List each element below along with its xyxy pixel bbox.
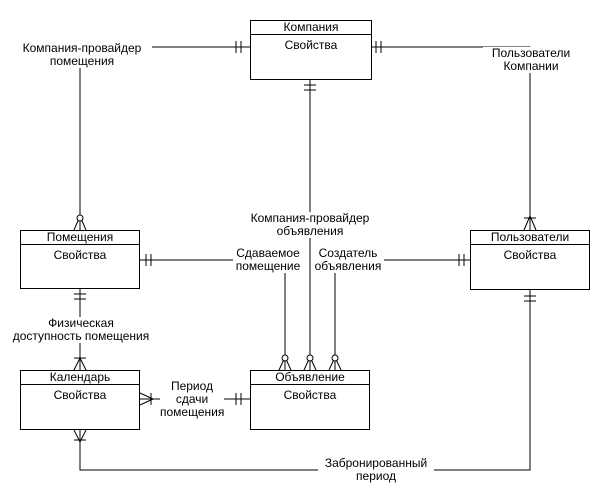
rel-label-line: Период [170, 379, 214, 393]
entity-title: Календарь [21, 371, 139, 385]
rel-label-line: Забронированный [324, 456, 428, 470]
mark-many-calendar-listing [139, 392, 154, 406]
edge-premises-listing [140, 259, 286, 370]
rel-label-line: Пользователи [491, 46, 571, 60]
mark-one-users-listing [458, 254, 465, 266]
mark-one-company-premises [235, 41, 242, 53]
rel-label-rental-period: Период сдачи помещения [160, 380, 224, 419]
mark-optional-listing-premises [281, 354, 289, 362]
mark-many-calendar-users [73, 429, 87, 443]
rel-label-line: Сдаваемое [236, 246, 300, 260]
entity-premises[interactable]: Помещения Свойства [20, 230, 140, 289]
rel-label-line: период [356, 469, 396, 483]
rel-label-line: Физическая [48, 316, 114, 330]
rel-label-company-users: Пользователи Компании [483, 47, 579, 73]
entity-title: Помещения [21, 231, 139, 245]
edge-users-listing [334, 259, 470, 370]
mark-optional-premises-company [76, 214, 84, 222]
rel-label-line: Компании [503, 59, 559, 73]
edge-calendar-users [79, 290, 531, 471]
entity-title: Пользователи [471, 231, 589, 245]
rel-label-company-provider-premises: Компания-провайдер помещения [12, 42, 152, 68]
entity-users[interactable]: Пользователи Свойства [470, 230, 590, 290]
rel-label-line: доступность помещения [12, 329, 150, 343]
rel-label-listing-creator: Создатель объявления [312, 247, 384, 273]
mark-many-users-company [523, 215, 537, 231]
rel-label-line: Компания-провайдер [22, 41, 142, 55]
entity-properties: Свойства [283, 388, 337, 402]
entity-title: Объявление [251, 371, 369, 385]
edge-company-users [372, 46, 531, 230]
rel-label-line: помещение [235, 259, 301, 273]
mark-one-users-calendar [524, 295, 536, 302]
entity-company[interactable]: Компания Свойства [250, 20, 372, 80]
mark-one-listing-calendar [235, 393, 242, 405]
rel-label-physical-availability: Физическая доступность помещения [6, 317, 156, 343]
mark-one-company-users [375, 41, 382, 53]
entity-listing[interactable]: Объявление Свойства [250, 370, 370, 430]
mark-one-company-listing [304, 84, 316, 91]
mark-one-premises-listing [145, 254, 152, 266]
entity-calendar[interactable]: Календарь Свойства [20, 370, 140, 430]
rel-label-line: Создатель [318, 246, 378, 260]
rel-label-line: помещения [160, 405, 225, 419]
entity-properties: Свойства [503, 248, 557, 262]
mark-one-premises-calendar [74, 293, 86, 300]
rel-label-line: сдачи [175, 392, 209, 406]
edge-company-premises [79, 46, 250, 230]
rel-label-company-provider-listing: Компания-провайдер объявления [245, 212, 375, 238]
entity-properties: Свойства [53, 388, 107, 402]
mark-optional-listing-users [331, 354, 339, 362]
mark-optional-listing-company [306, 354, 314, 362]
rel-label-line: помещения [49, 54, 115, 68]
rel-label-line: объявления [314, 259, 382, 273]
rel-label-line: объявления [276, 224, 344, 238]
rel-label-booked-period: Забронированный период [318, 457, 434, 483]
entity-properties: Свойства [284, 38, 338, 52]
entity-title: Компания [251, 21, 371, 35]
rel-label-line: Компания-провайдер [250, 211, 370, 225]
entity-properties: Свойства [53, 248, 107, 262]
mark-many-calendar-premises [73, 357, 87, 371]
rel-label-rented-premises: Сдаваемое помещение [233, 247, 303, 273]
